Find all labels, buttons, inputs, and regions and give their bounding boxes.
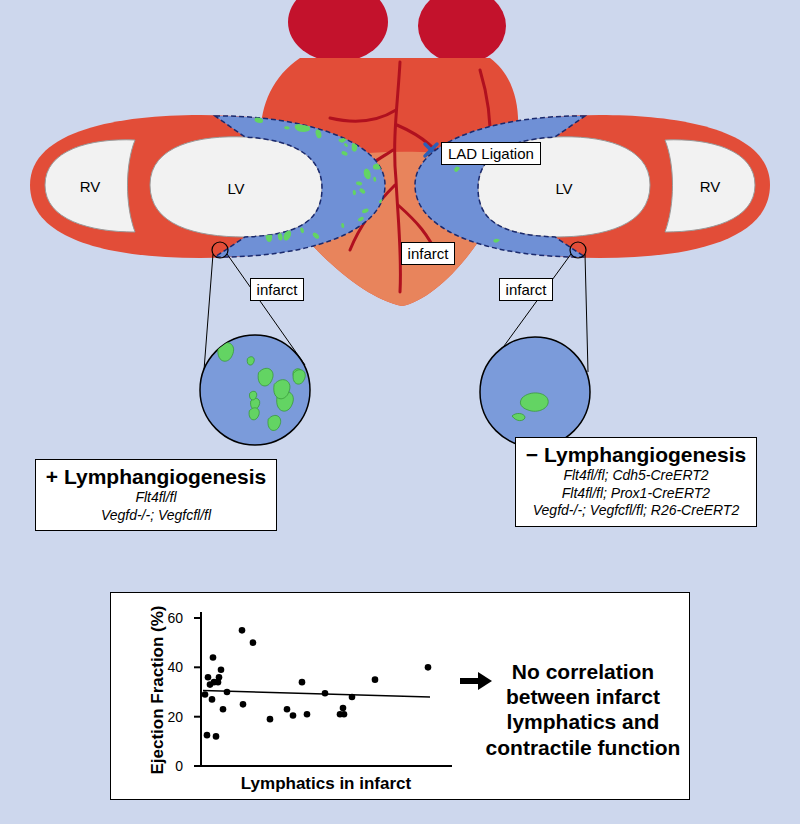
data-point: [322, 690, 329, 697]
node-text: LAD Ligation: [448, 145, 534, 162]
zoom-left: [200, 242, 310, 445]
data-point: [224, 689, 231, 696]
data-point: [239, 627, 246, 634]
node-text: + Lymphangiogenesis: [46, 464, 266, 489]
zoom-right: [480, 242, 590, 447]
infarct-label: infarct: [499, 278, 554, 301]
ligation-label: LAD Ligation: [441, 142, 541, 165]
tick-label: 20: [167, 709, 183, 725]
data-point: [340, 705, 347, 712]
data-point: [213, 733, 220, 740]
data-point: [341, 711, 348, 718]
genotype-text: Vegfd-/-; Vegfcfl/fl; R26-CreERT2: [526, 502, 746, 520]
chamber-label: RV: [700, 178, 721, 195]
node-text: infarct: [506, 281, 547, 298]
tick-label: 0: [175, 758, 183, 774]
data-point: [216, 674, 223, 681]
axis-title: Lymphatics in infarct: [241, 774, 411, 794]
axis-title: Ejection Fraction (%): [148, 605, 168, 774]
data-point: [250, 639, 257, 646]
data-point: [220, 706, 227, 713]
data-point: [349, 694, 356, 701]
genotype-text: Vegfd-/-; Vegfcfl/fl: [46, 507, 266, 525]
data-point: [290, 712, 297, 719]
tick-label: 40: [167, 659, 183, 675]
data-point: [202, 691, 209, 698]
node-text: infarct: [257, 281, 298, 298]
right-cross-section: [415, 115, 770, 258]
data-point: [218, 666, 225, 673]
chart-panel: No correlation between infarct lymphatic…: [110, 592, 690, 800]
data-point: [304, 711, 311, 718]
node-text: infarct: [408, 245, 449, 262]
data-point: [425, 664, 432, 671]
data-point: [267, 716, 274, 723]
data-point: [209, 696, 216, 703]
data-point: [372, 676, 379, 683]
data-point: [299, 679, 306, 686]
genotype-box: + LymphangiogenesisFlt4fl/flVegfd-/-; Ve…: [35, 459, 277, 531]
chart: [110, 592, 690, 800]
chamber-label: RV: [80, 178, 101, 195]
data-point: [205, 674, 212, 681]
genotype-text: Flt4fl/fl; Cdh5-CreERT2: [526, 467, 746, 485]
chamber-label: LV: [555, 180, 572, 197]
infarct-label: infarct: [250, 278, 305, 301]
tick-label: 60: [167, 610, 183, 626]
genotype-text: Flt4fl/fl: [46, 489, 266, 507]
data-point: [284, 706, 291, 713]
data-point: [204, 732, 211, 739]
genotype-box: − LymphangiogenesisFlt4fl/fl; Cdh5-CreER…: [515, 437, 757, 527]
left-cross-section: [30, 108, 395, 258]
data-point: [240, 701, 247, 708]
infarct-label: infarct: [401, 242, 456, 265]
data-point: [210, 654, 217, 661]
node-text: − Lymphangiogenesis: [526, 442, 746, 467]
node-text: No correlation between infarct lymphatic…: [483, 659, 683, 760]
genotype-text: Flt4fl/fl; Prox1-CreERT2: [526, 485, 746, 503]
chamber-label: LV: [227, 180, 244, 197]
